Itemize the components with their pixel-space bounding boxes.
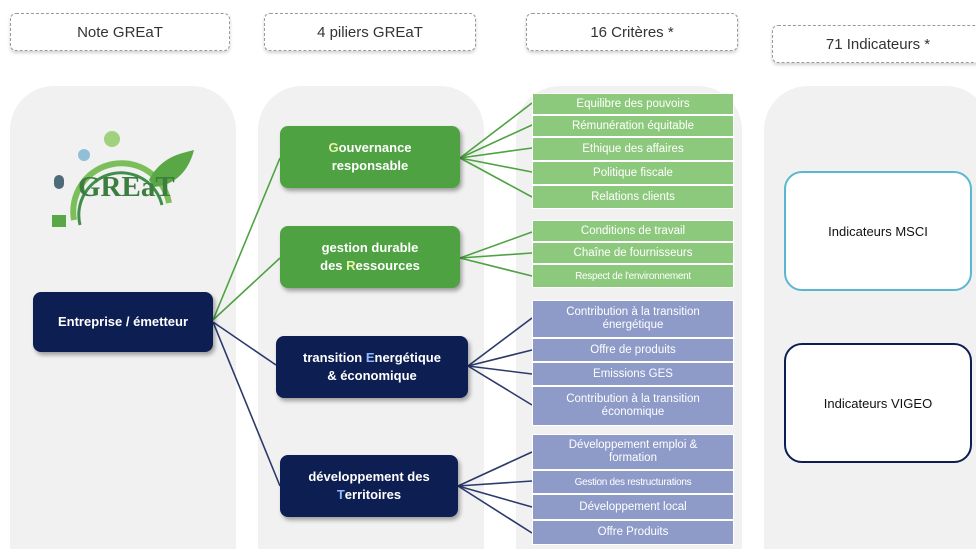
pillar-gouvernance-initial: G (328, 140, 339, 155)
criterion-emissions-ges: Emissions GES (532, 362, 734, 386)
criterion-politique-fiscale: Politique fiscale (532, 161, 734, 185)
criterion-contribution-energetique: Contribution à la transition énergétique (532, 300, 734, 338)
pillar-ressources-rest: essources (355, 258, 420, 273)
criterion-gestion-restructurations: Gestion des restructurations (532, 470, 734, 494)
header-indicateurs-label: 71 Indicateurs * (825, 35, 931, 53)
header-piliers-label: 4 piliers GREaT (317, 23, 423, 41)
node-entreprise-emetteur: Entreprise / émetteur (33, 292, 213, 352)
indicator-msci-label: Indicateurs MSCI (828, 223, 928, 239)
header-note-great-label: Note GREaT (77, 23, 163, 41)
pillar-energetique-line2: & économique (327, 368, 417, 383)
header-criteres-label: 16 Critères * (590, 23, 674, 41)
criterion-equilibre-pouvoirs: Equilibre des pouvoirs (532, 93, 734, 115)
header-note-great: Note GREaT (10, 13, 230, 51)
criterion-offre-produits: Offre de produits (532, 338, 734, 362)
header-piliers: 4 piliers GREaT (264, 13, 476, 51)
pillar-ressources-pre: des (320, 258, 347, 273)
pillar-territoires: développement des Territoires (280, 455, 458, 517)
criterion-respect-environnement: Respect de l'environnement (532, 264, 734, 288)
pillar-gouvernance: Gouvernance responsable (280, 126, 460, 188)
indicator-vigeo: Indicateurs VIGEO (784, 343, 972, 463)
criterion-ethique: Ethique des affaires (532, 137, 734, 161)
header-indicateurs: 71 Indicateurs * (772, 25, 976, 63)
indicator-vigeo-label: Indicateurs VIGEO (823, 395, 933, 411)
criterion-conditions-travail: Conditions de travail (532, 220, 734, 242)
pillar-energetique-pre: transition (303, 350, 366, 365)
pillar-gouvernance-line2: responsable (331, 158, 409, 173)
pillar-energetique-initial: E (365, 350, 375, 365)
indicator-msci: Indicateurs MSCI (784, 171, 972, 291)
criterion-chaine-fournisseurs: Chaîne de fournisseurs (532, 242, 734, 264)
criterion-offre-produits-territoires: Offre Produits (532, 520, 734, 545)
pillar-territoires-initial: T (336, 487, 345, 502)
criterion-contribution-economique: Contribution à la transition économique (532, 386, 734, 426)
pillar-ressources: gestion durable des Ressources (280, 226, 460, 288)
criterion-developpement-emploi: Développement emploi & formation (532, 434, 734, 470)
pillar-territoires-rest: erritoires (344, 487, 402, 502)
pillar-ressources-initial: R (346, 258, 356, 273)
criterion-developpement-local: Développement local (532, 494, 734, 520)
pillar-ressources-line1: gestion durable (321, 240, 419, 255)
criterion-relations-clients: Relations clients (532, 185, 734, 209)
pillar-energetique-rest: nergétique (374, 350, 441, 365)
pillar-gouvernance-rest: ouvernance (338, 140, 412, 155)
pillar-energetique: transition Energétique & économique (276, 336, 468, 398)
great-logo: GREaT (44, 125, 204, 250)
criterion-remuneration: Rémunération équitable (532, 115, 734, 137)
panel-indicateurs (764, 86, 976, 549)
header-criteres: 16 Critères * (526, 13, 738, 51)
great-logo-text: GREaT (78, 171, 175, 203)
pillar-territoires-line1: développement des (308, 469, 430, 484)
node-entreprise-label: Entreprise / émetteur (57, 314, 189, 329)
